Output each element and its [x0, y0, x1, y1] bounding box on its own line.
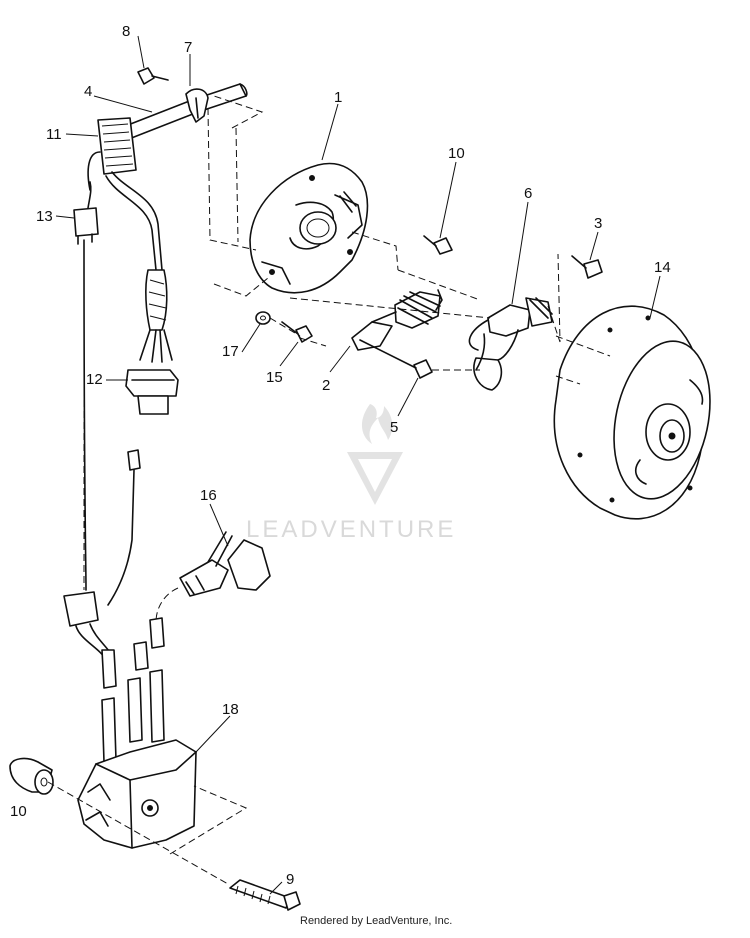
- callout-15: 15: [266, 369, 283, 386]
- part-16-plug-cap: [155, 531, 271, 623]
- part-10-rubber-cap: [9, 757, 54, 795]
- part-5-screw: [359, 339, 433, 379]
- callout-2: 2: [322, 377, 330, 394]
- callout-16: 16: [200, 487, 217, 504]
- wire-harness: [105, 171, 173, 363]
- leadventure-logo-icon: [347, 404, 403, 505]
- footer-credit: Rendered by LeadVenture, Inc.: [300, 915, 453, 927]
- part-3-screw: [571, 255, 603, 279]
- part-14-flywheel: [553, 305, 711, 520]
- callout-5: 5: [390, 419, 398, 436]
- part-8-screw: [137, 67, 169, 85]
- part-7-clamp: [185, 88, 209, 123]
- callout-8: 8: [122, 23, 130, 40]
- leader-lines: [55, 35, 661, 895]
- callout-4: 4: [84, 83, 92, 100]
- callout-9: 9: [286, 871, 294, 888]
- callout-18: 18: [222, 701, 239, 718]
- part-12-coupler: [125, 369, 179, 415]
- part-13-connector: [73, 181, 99, 245]
- part-2-pulser-coil: [351, 289, 443, 351]
- callout-1: 1: [334, 89, 342, 106]
- part-9-bolt: [229, 879, 301, 911]
- assembly-lines: [47, 95, 611, 885]
- callout-12: 12: [86, 371, 103, 388]
- part-18-ignition-coil: [77, 617, 197, 849]
- part-1-stator-plate: [249, 162, 369, 294]
- callout-labels: 8 7 4 11 13 12 1 10 6 3 14 17 15 2 5 16 …: [10, 23, 671, 888]
- callout-13: 13: [36, 208, 53, 225]
- part-17-washer: [255, 311, 271, 325]
- callout-7: 7: [184, 39, 192, 56]
- callout-11: 11: [46, 126, 62, 143]
- part-6-charge-coil: [468, 297, 553, 391]
- callout-14: 14: [654, 259, 671, 276]
- lower-wire-leads: [63, 239, 141, 661]
- callout-10-upper: 10: [448, 145, 465, 162]
- callout-10-lower: 10: [10, 803, 27, 820]
- part-10-screw-upper: [423, 235, 453, 255]
- callout-3: 3: [594, 215, 602, 232]
- part-15-screw: [281, 321, 313, 343]
- callout-6: 6: [524, 185, 532, 202]
- callout-17: 17: [222, 343, 239, 360]
- part-11-regulator: [87, 117, 137, 191]
- watermark-text: LEADVENTURE: [246, 516, 456, 543]
- watermark: LEADVENTURE: [246, 404, 456, 543]
